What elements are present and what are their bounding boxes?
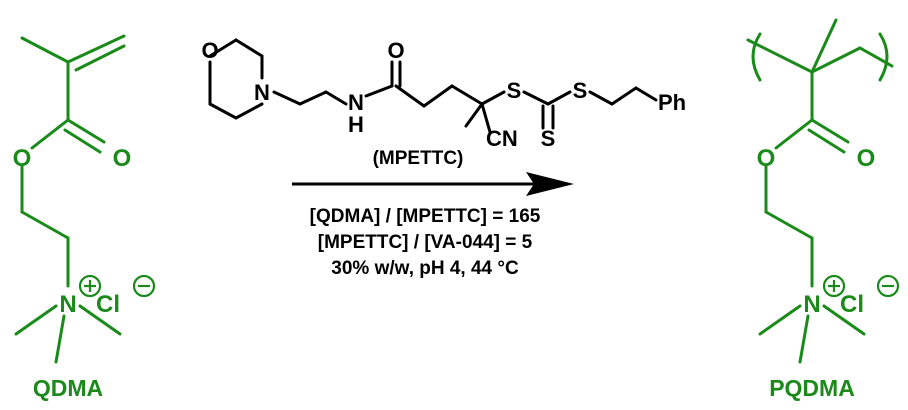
qdma-plus-charge-icon: [78, 274, 102, 298]
pqdma-label: PQDMA: [769, 375, 855, 401]
qdma-minus-charge-icon: [132, 274, 156, 298]
nitrile-group: CN: [486, 126, 518, 151]
pqdma-ester-oxygen: O: [757, 145, 776, 172]
mpettc-label: (MPETTC): [373, 148, 464, 169]
reaction-arrow-icon: [292, 172, 574, 196]
pqdma-chloride: Cl: [840, 291, 864, 318]
qdma-charges: [78, 274, 156, 298]
amide-hydrogen: H: [348, 112, 364, 137]
phenyl-group: Ph: [658, 90, 686, 115]
pqdma-atom-labels: O O N Cl: [757, 145, 876, 318]
mpettc-atom-labels: O N N H O S S S CN Ph: [201, 38, 686, 151]
sulfur-2: S: [573, 78, 588, 103]
condition-line-3: 30% w/w, pH 4, 44 °C: [331, 258, 519, 279]
qdma-ester-oxygen: O: [13, 145, 32, 172]
condition-line-2: [MPETTC] / [VA-044] = 5: [318, 232, 533, 253]
amide-oxygen: O: [387, 38, 404, 63]
reaction-conditions: [QDMA] / [MPETTC] = 165 [MPETTC] / [VA-0…: [310, 206, 541, 279]
sulfur-1: S: [507, 78, 522, 103]
amide-nitrogen: N: [348, 90, 364, 115]
qdma-carbonyl-oxygen: O: [113, 145, 132, 172]
mpettc-structure: [208, 38, 658, 134]
pqdma-charges: [822, 274, 900, 298]
condition-line-1: [QDMA] / [MPETTC] = 165: [310, 206, 541, 227]
pqdma-nitrogen: N: [803, 291, 820, 318]
thione-sulfur: S: [541, 126, 556, 151]
qdma-nitrogen: N: [59, 291, 76, 318]
qdma-structure: [14, 34, 126, 364]
qdma-label: QDMA: [33, 375, 103, 401]
pqdma-plus-charge-icon: [822, 274, 846, 298]
pqdma-structure: [746, 18, 894, 364]
pqdma-minus-charge-icon: [876, 274, 900, 298]
morpholine-oxygen: O: [201, 38, 218, 63]
morpholine-nitrogen: N: [254, 80, 270, 105]
pqdma-carbonyl-oxygen: O: [857, 145, 876, 172]
qdma-chloride: Cl: [96, 291, 120, 318]
qdma-atom-labels: O O N Cl: [13, 145, 132, 318]
